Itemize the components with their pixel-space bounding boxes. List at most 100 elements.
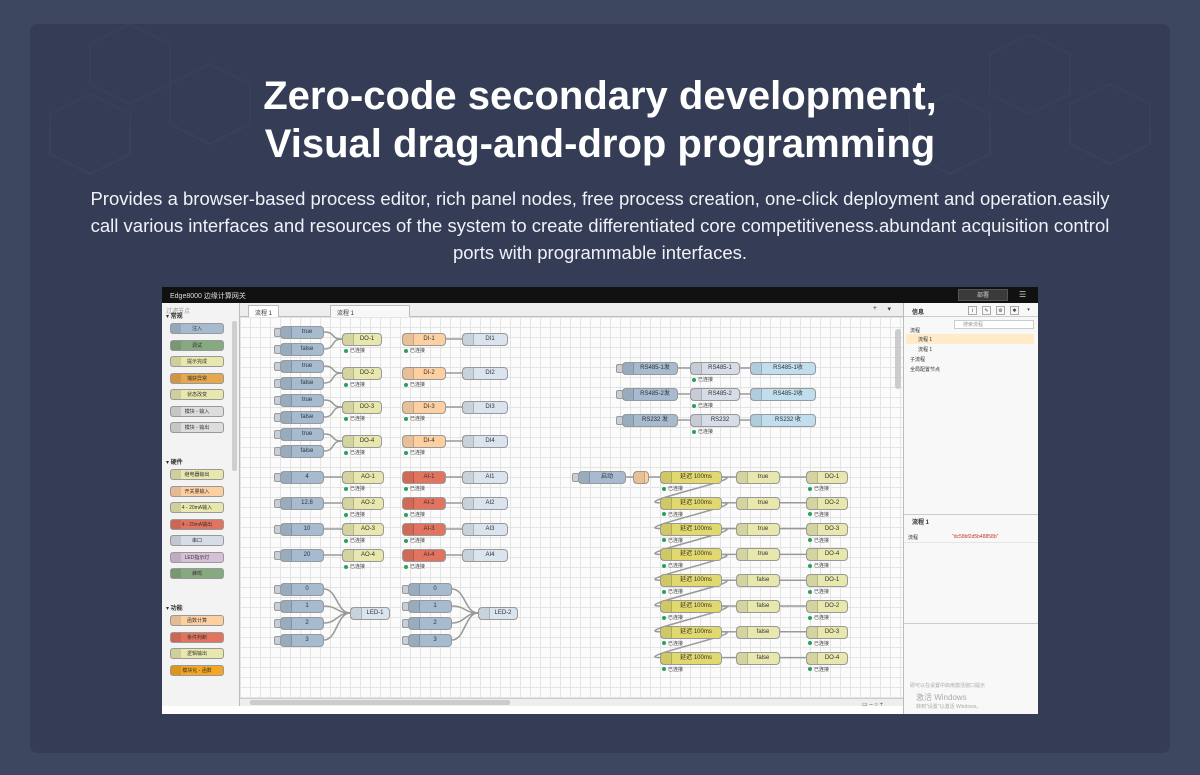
serial-debug-node[interactable]: RS485-1收 xyxy=(750,362,816,375)
inject-button[interactable] xyxy=(274,619,281,628)
inject-node[interactable]: 12.8 xyxy=(274,497,324,510)
serial-inject-node[interactable]: RS232 发 xyxy=(616,414,678,427)
serial-node[interactable]: RS485-2 xyxy=(690,388,740,401)
di-debug-node[interactable]: DI1 xyxy=(462,333,508,346)
di-node[interactable]: DI-2 xyxy=(402,367,446,380)
inject-node[interactable]: 20 xyxy=(274,549,324,562)
start-inject-node[interactable]: 启动 xyxy=(572,471,626,484)
chevron-down-icon[interactable]: ▾ xyxy=(1027,307,1030,313)
inject-node[interactable]: true xyxy=(274,360,324,373)
do-node[interactable]: DO-3 xyxy=(806,625,848,639)
tab-flow-1[interactable]: 流程 1 xyxy=(248,305,280,317)
config-icon[interactable]: ⚙ xyxy=(996,306,1005,315)
di-debug-node[interactable]: DI2 xyxy=(462,367,508,380)
inject-button[interactable] xyxy=(274,362,281,371)
ai-debug-node[interactable]: AI4 xyxy=(462,549,508,562)
delay-node[interactable]: 延迟 100ms xyxy=(660,522,722,536)
palette-node-common[interactable]: 提示完成 xyxy=(170,356,224,367)
ai-debug-node[interactable]: AI3 xyxy=(462,523,508,536)
inject-button[interactable] xyxy=(402,619,409,628)
delay-node[interactable]: 延迟 100ms xyxy=(660,471,722,484)
palette-node-hardware[interactable]: 4 - 20mA输出 xyxy=(170,518,224,530)
inject-node[interactable]: 10 xyxy=(274,523,324,536)
change-node[interactable]: false xyxy=(736,574,780,588)
tree-item-flow-1[interactable]: 流程 1 xyxy=(918,337,933,343)
di-node[interactable]: DI-1 xyxy=(402,333,446,346)
delay-node[interactable]: 延迟 100ms xyxy=(660,625,722,639)
workspace-scrollbar[interactable] xyxy=(895,329,901,389)
do-node[interactable]: DO-2 xyxy=(806,600,848,613)
inject-node[interactable]: 2 xyxy=(402,617,452,630)
inject-button[interactable] xyxy=(274,602,281,611)
led-node[interactable]: LED-2 xyxy=(478,607,518,620)
change-node[interactable]: false xyxy=(736,600,780,613)
ai-node[interactable]: AI-2 xyxy=(402,497,446,510)
palette-node-function[interactable]: 逻辑输出 xyxy=(170,648,224,659)
inject-node[interactable]: 3 xyxy=(402,634,452,647)
do-node[interactable]: DO-3 xyxy=(342,401,382,414)
inject-node[interactable]: 3 xyxy=(274,634,324,647)
palette-search-input[interactable]: 过滤节点 xyxy=(166,309,191,315)
inject-button[interactable] xyxy=(274,525,281,534)
inject-button[interactable] xyxy=(616,364,623,373)
change-node[interactable]: true xyxy=(736,471,780,484)
palette-node-hardware[interactable]: 蜂鸣 xyxy=(170,568,224,579)
inject-node[interactable]: 4 xyxy=(274,471,324,484)
do-node[interactable]: DO-4 xyxy=(342,435,382,448)
palette-node-common[interactable]: 模块 - 输入 xyxy=(170,405,224,417)
palette-category[interactable]: ▾ 功能 xyxy=(166,606,183,612)
tab-flow-2[interactable]: 流程 1 xyxy=(330,305,410,317)
change-node[interactable]: false xyxy=(736,651,780,665)
palette-category[interactable]: ▾ 常规 xyxy=(166,314,183,320)
palette-node-hardware[interactable]: 4 - 20mA输入 xyxy=(170,502,224,513)
delay-node[interactable]: 延迟 100ms xyxy=(660,574,722,588)
inject-button[interactable] xyxy=(274,473,281,482)
delay-node[interactable]: 延迟 100ms xyxy=(660,548,722,562)
palette-node-function[interactable]: 函数计算 xyxy=(170,615,224,626)
led-node[interactable]: LED-1 xyxy=(350,607,390,620)
inject-button[interactable] xyxy=(274,585,281,594)
tree-item-subflows[interactable]: 子流程 xyxy=(910,357,926,363)
tree-item-global-config[interactable]: 全局配置节点 xyxy=(910,367,941,373)
inject-node[interactable]: false xyxy=(274,377,324,390)
add-tab-icon[interactable]: + xyxy=(872,305,877,312)
delay-node[interactable]: 延迟 100ms xyxy=(660,651,722,665)
ao-node[interactable]: AO-1 xyxy=(342,471,384,484)
do-node[interactable]: DO-1 xyxy=(806,574,848,588)
palette-node-common[interactable]: 调试 xyxy=(170,339,224,351)
inject-button[interactable] xyxy=(274,447,281,456)
zoom-controls[interactable]: ▭ ‒ ○ + xyxy=(862,702,884,708)
palette-node-function[interactable]: 模块化 - 函数 xyxy=(170,664,224,676)
inject-button[interactable] xyxy=(572,473,579,482)
inject-button[interactable] xyxy=(274,379,281,388)
ai-node[interactable]: AI-3 xyxy=(402,523,446,536)
ai-debug-node[interactable]: AI1 xyxy=(462,471,508,484)
inject-button[interactable] xyxy=(274,396,281,405)
palette-node-common[interactable]: 捕获异常 xyxy=(170,372,224,384)
change-node[interactable]: true xyxy=(736,548,780,562)
palette-scrollbar[interactable] xyxy=(232,321,237,471)
palette-node-common[interactable]: 状态改变 xyxy=(170,389,224,400)
ao-node[interactable]: AO-4 xyxy=(342,549,384,562)
bug-icon[interactable]: ✎ xyxy=(982,306,991,315)
change-node[interactable]: true xyxy=(736,522,780,536)
inject-button[interactable] xyxy=(274,551,281,560)
trigger-node[interactable] xyxy=(633,471,649,484)
serial-debug-node[interactable]: RS485-2收 xyxy=(750,388,816,401)
inject-node[interactable]: 0 xyxy=(402,583,452,596)
inject-button[interactable] xyxy=(274,636,281,645)
inject-node[interactable]: false xyxy=(274,411,324,424)
sidebar-divider[interactable] xyxy=(904,514,1038,515)
ai-debug-node[interactable]: AI2 xyxy=(462,497,508,510)
serial-inject-node[interactable]: RS485-2发 xyxy=(616,388,678,401)
ai-node[interactable]: AI-1 xyxy=(402,471,446,484)
ao-node[interactable]: AO-2 xyxy=(342,497,384,510)
inject-node[interactable]: 0 xyxy=(274,583,324,596)
tree-item-flows[interactable]: 流程 xyxy=(910,328,921,334)
inject-button[interactable] xyxy=(402,585,409,594)
inject-node[interactable]: false xyxy=(274,445,324,458)
delay-node[interactable]: 延迟 100ms xyxy=(660,600,722,613)
do-node[interactable]: DO-2 xyxy=(806,496,848,510)
di-debug-node[interactable]: DI4 xyxy=(462,435,508,448)
di-node[interactable]: DI-4 xyxy=(402,435,446,448)
